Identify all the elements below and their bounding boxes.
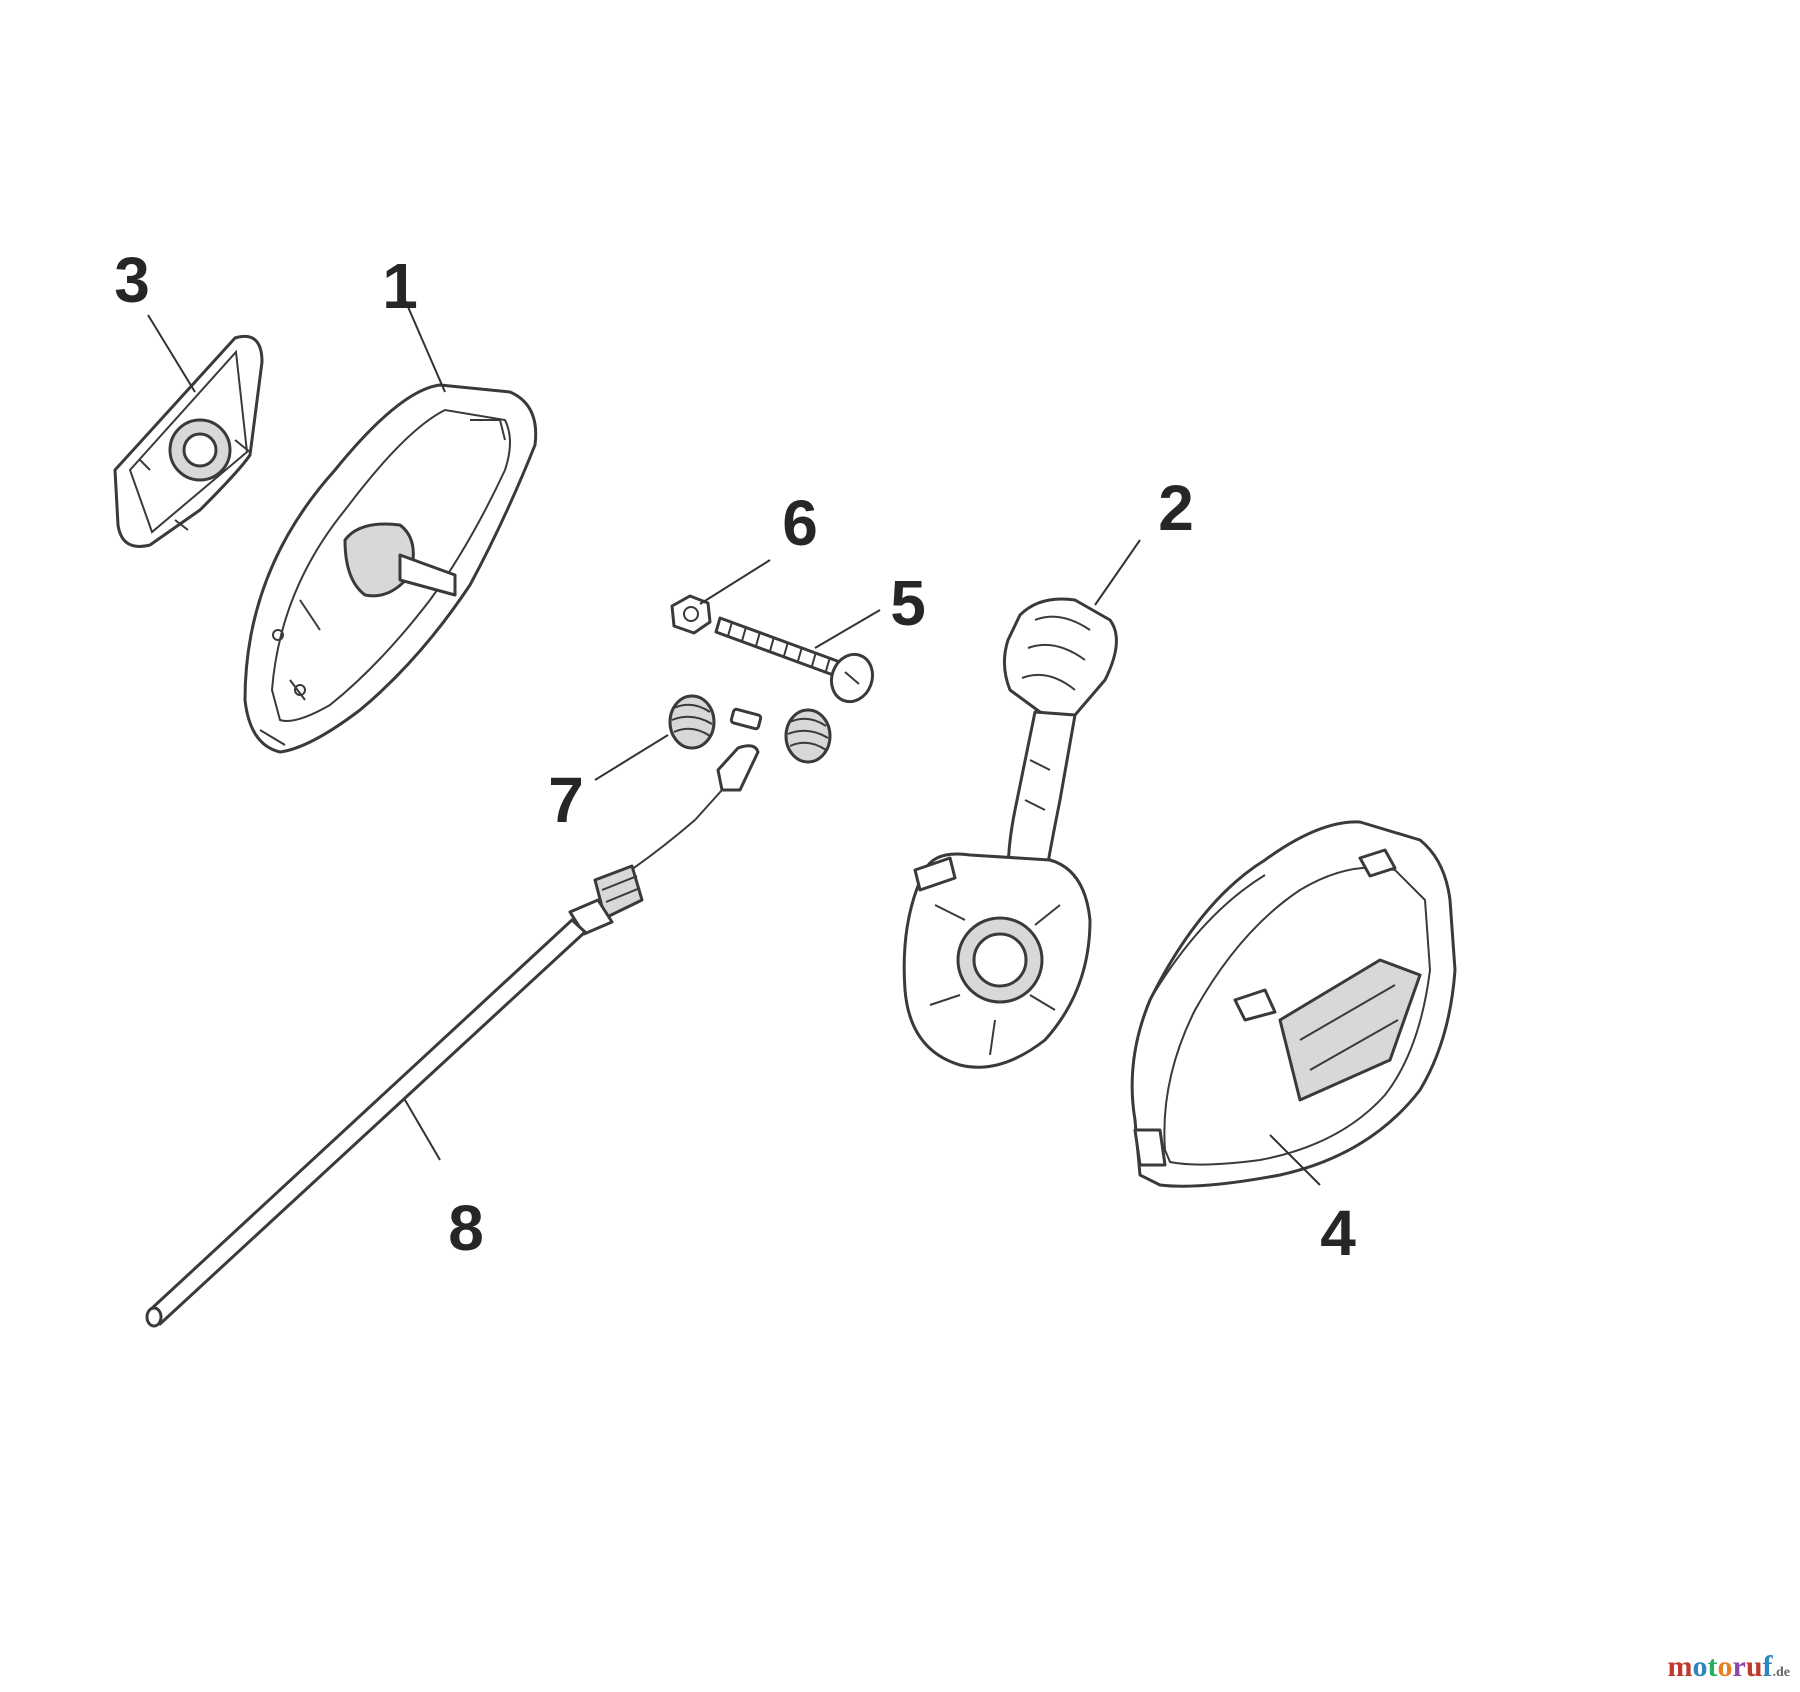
part-2-lever	[902, 597, 1118, 1069]
leader-7	[594, 734, 669, 781]
callout-5: 5	[890, 567, 926, 639]
callout-8: 8	[448, 1192, 484, 1264]
part-3-cover-plate	[113, 335, 264, 548]
part-4-right-housing	[1130, 820, 1457, 1188]
part-6-nut	[670, 594, 712, 635]
leader-1	[404, 299, 446, 393]
callout-3: 3	[114, 244, 150, 316]
watermark-letter: f	[1762, 1650, 1773, 1683]
leader-lines	[147, 299, 1321, 1186]
watermark-letter: o	[1692, 1650, 1708, 1683]
leader-5	[814, 609, 881, 649]
leader-2	[1094, 539, 1141, 606]
leader-3	[147, 314, 196, 393]
part-5-screw	[714, 616, 875, 704]
leader-4	[1269, 1134, 1321, 1186]
watermark-logo: motoruf.de	[1667, 1650, 1790, 1684]
callout-7: 7	[548, 764, 584, 836]
watermark-text: motoruf	[1667, 1650, 1772, 1683]
callout-2: 2	[1158, 472, 1194, 544]
watermark-suffix: .de	[1772, 1665, 1791, 1680]
part-1-left-housing	[243, 383, 538, 754]
part-7-springs	[668, 694, 832, 764]
watermark-letter: m	[1667, 1650, 1693, 1683]
callout-labels: 1 2 3 4 5 6 7 8	[114, 244, 1356, 1269]
watermark-letter: t	[1707, 1650, 1718, 1683]
watermark-letter: o	[1717, 1650, 1733, 1683]
leader-6	[699, 559, 771, 605]
leader-8	[404, 1099, 441, 1161]
callout-6: 6	[782, 487, 818, 559]
callout-1: 1	[382, 250, 418, 322]
watermark-letter: r	[1732, 1650, 1746, 1683]
part-8-cable	[145, 744, 760, 1328]
watermark-letter: u	[1745, 1650, 1763, 1683]
callout-4: 4	[1320, 1197, 1356, 1269]
